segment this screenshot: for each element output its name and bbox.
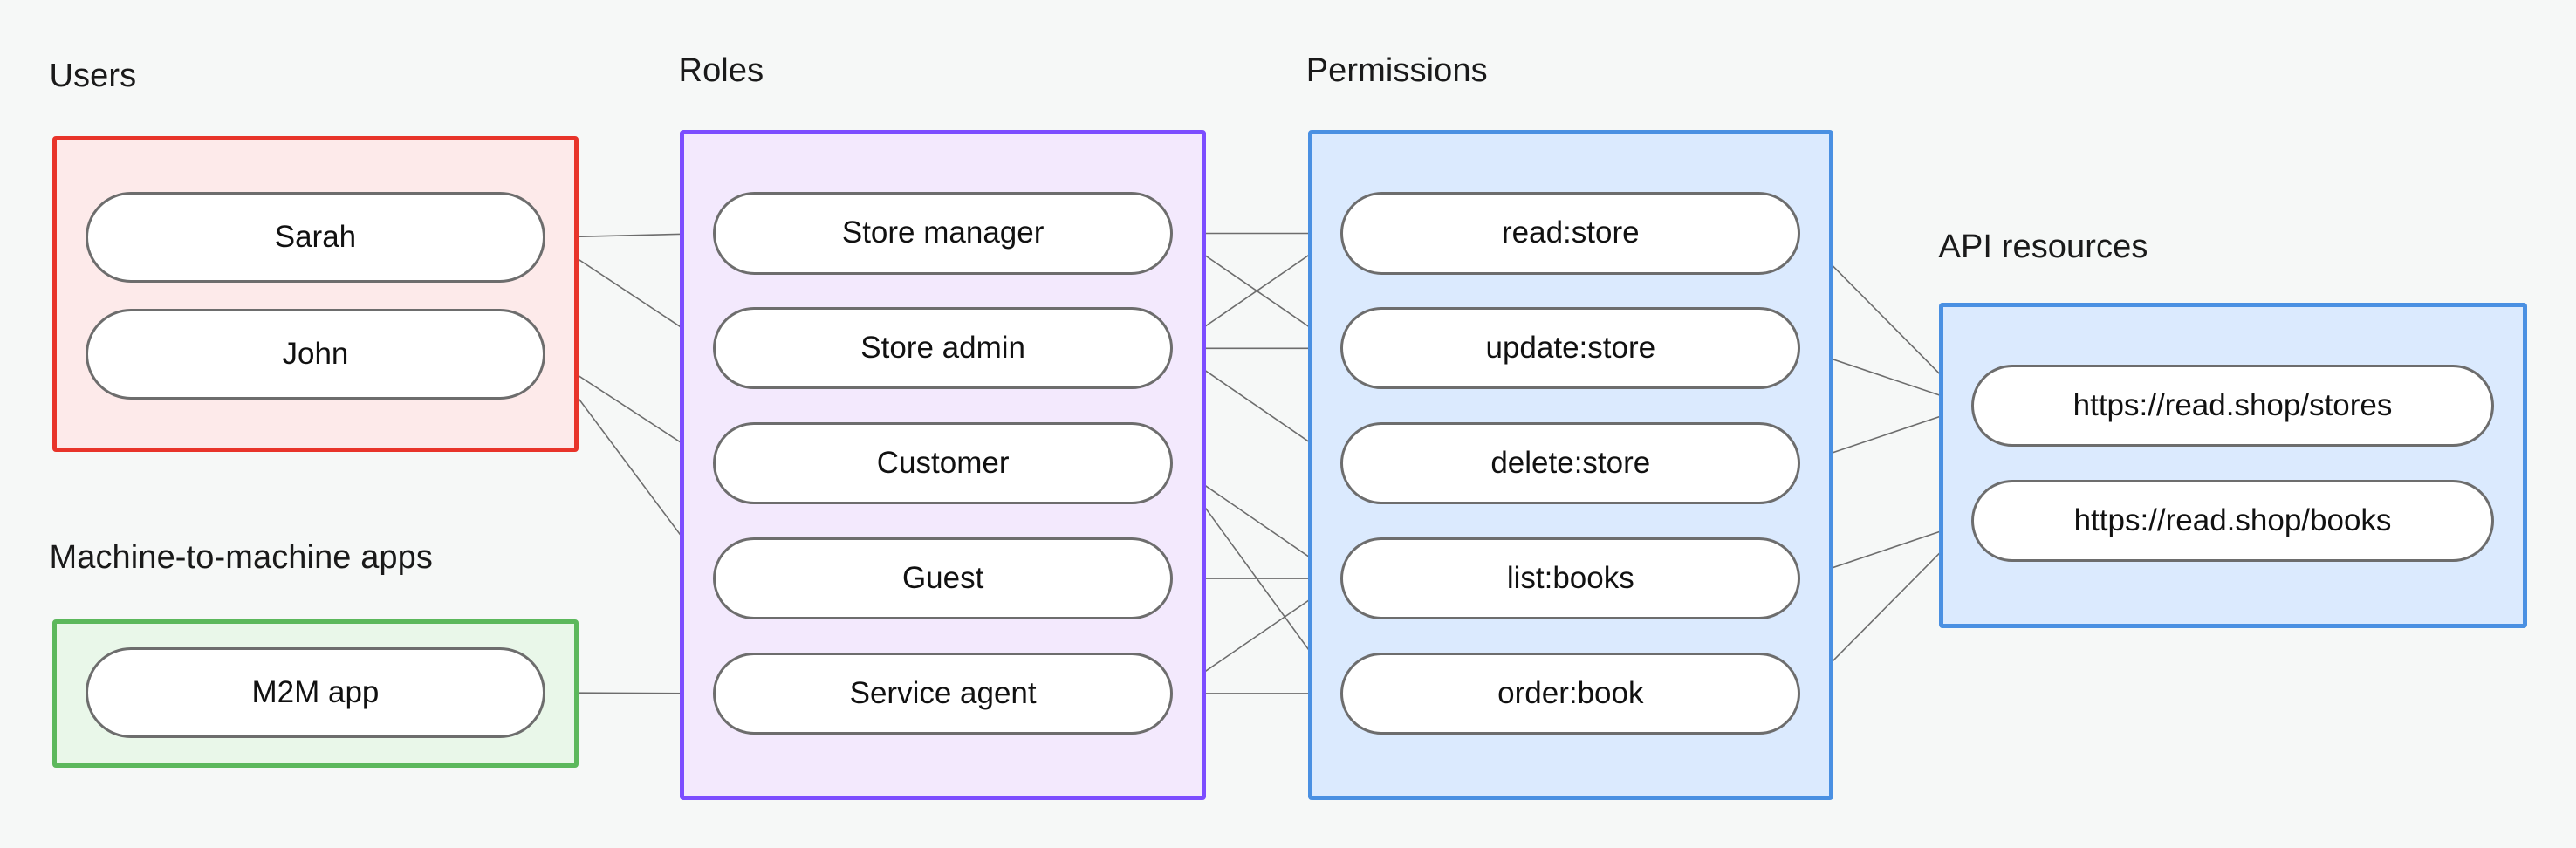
node-label: https://read.shop/stores: [2072, 388, 2393, 423]
node-label: update:store: [1485, 331, 1656, 366]
node-service-agent[interactable]: Service agent: [713, 652, 1174, 735]
node-res-stores[interactable]: https://read.shop/stores: [1971, 365, 2494, 448]
group-title-m2m: Machine-to-machine apps: [49, 538, 433, 576]
node-update-store[interactable]: update:store: [1340, 307, 1801, 390]
group-title-users: Users: [49, 57, 137, 94]
node-customer[interactable]: Customer: [713, 422, 1174, 505]
node-label: Store manager: [841, 215, 1045, 250]
node-read-store[interactable]: read:store: [1340, 192, 1801, 275]
group-box-users: [52, 136, 579, 453]
node-label: read:store: [1502, 215, 1640, 250]
group-box-api-resources: [1938, 302, 2527, 628]
node-label: order:book: [1497, 675, 1644, 710]
node-label: Guest: [901, 561, 984, 596]
node-label: Service agent: [849, 675, 1037, 710]
group-title-roles: Roles: [678, 52, 764, 90]
node-label: https://read.shop/books: [2073, 503, 2392, 538]
node-label: Store admin: [860, 331, 1025, 366]
node-john[interactable]: John: [85, 309, 546, 400]
node-list-books[interactable]: list:books: [1340, 537, 1801, 620]
node-m2mapp[interactable]: M2M app: [85, 647, 546, 738]
node-label: John: [282, 336, 349, 371]
node-label: M2M app: [251, 674, 380, 709]
node-label: Customer: [876, 446, 1010, 481]
node-order-book[interactable]: order:book: [1340, 652, 1801, 735]
node-label: Sarah: [274, 220, 357, 255]
group-title-api-resources: API resources: [1938, 228, 2148, 265]
node-guest[interactable]: Guest: [713, 537, 1174, 620]
node-delete-store[interactable]: delete:store: [1340, 422, 1801, 505]
node-store-manager[interactable]: Store manager: [713, 192, 1174, 275]
node-label: delete:store: [1490, 446, 1651, 481]
node-sarah[interactable]: Sarah: [85, 192, 546, 283]
group-title-permissions: Permissions: [1305, 52, 1488, 90]
node-res-books[interactable]: https://read.shop/books: [1971, 480, 2494, 563]
node-store-admin[interactable]: Store admin: [713, 307, 1174, 390]
node-label: list:books: [1506, 561, 1634, 596]
